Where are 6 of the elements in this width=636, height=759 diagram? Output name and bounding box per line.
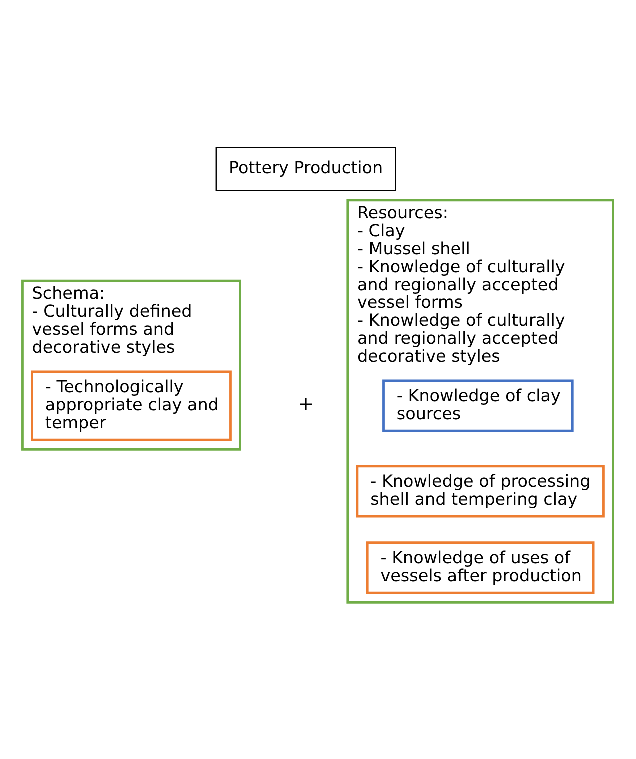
node-box: - Technologically appropriate clay and temper <box>31 370 232 441</box>
node-box: Pottery Production <box>216 146 396 191</box>
node-box: - Knowledge of uses of vessels after production <box>366 541 595 594</box>
node-box: - Knowledge of clay sources <box>382 379 574 432</box>
node-box: - Knowledge of processing shell and tempering clay <box>356 464 605 518</box>
label: + <box>298 392 314 416</box>
